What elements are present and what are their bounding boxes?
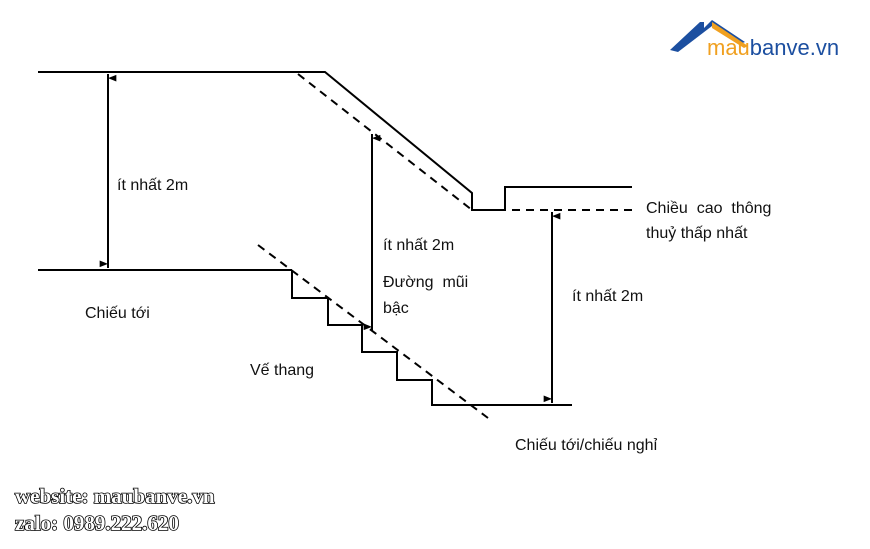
label-headroom-2: thuỷ thấp nhất xyxy=(646,225,748,242)
watermark-zalo: zalo: 0989.222.620 xyxy=(15,511,179,535)
logo-text-mau: mau xyxy=(707,35,750,60)
label-landing-rest: Chiếu tới/chiếu nghỉ xyxy=(515,437,658,454)
svg-text:maubanve.vn: maubanve.vn xyxy=(707,35,839,60)
watermark-website: website: maubanve.vn xyxy=(15,484,215,508)
logo-text-banve: banve.vn xyxy=(750,35,839,60)
nosing-dashed-line xyxy=(257,244,489,419)
label-flight: Vế thang xyxy=(250,362,314,379)
stair-steps xyxy=(291,270,572,406)
label-nosing-1: Đường mũi xyxy=(383,274,468,291)
ceiling-dashed-line xyxy=(297,73,473,211)
label-landing: Chiếu tới xyxy=(85,305,150,322)
label-height-mid: ít nhất 2m xyxy=(383,237,454,254)
upper-ceiling-line xyxy=(38,71,632,211)
logo: maubanve.vn xyxy=(670,20,839,60)
label-height-top: ít nhất 2m xyxy=(117,177,188,194)
label-height-right: ít nhất 2m xyxy=(572,288,643,305)
label-nosing-2: bậc xyxy=(383,300,409,317)
label-headroom-1: Chiều cao thông xyxy=(646,200,771,217)
